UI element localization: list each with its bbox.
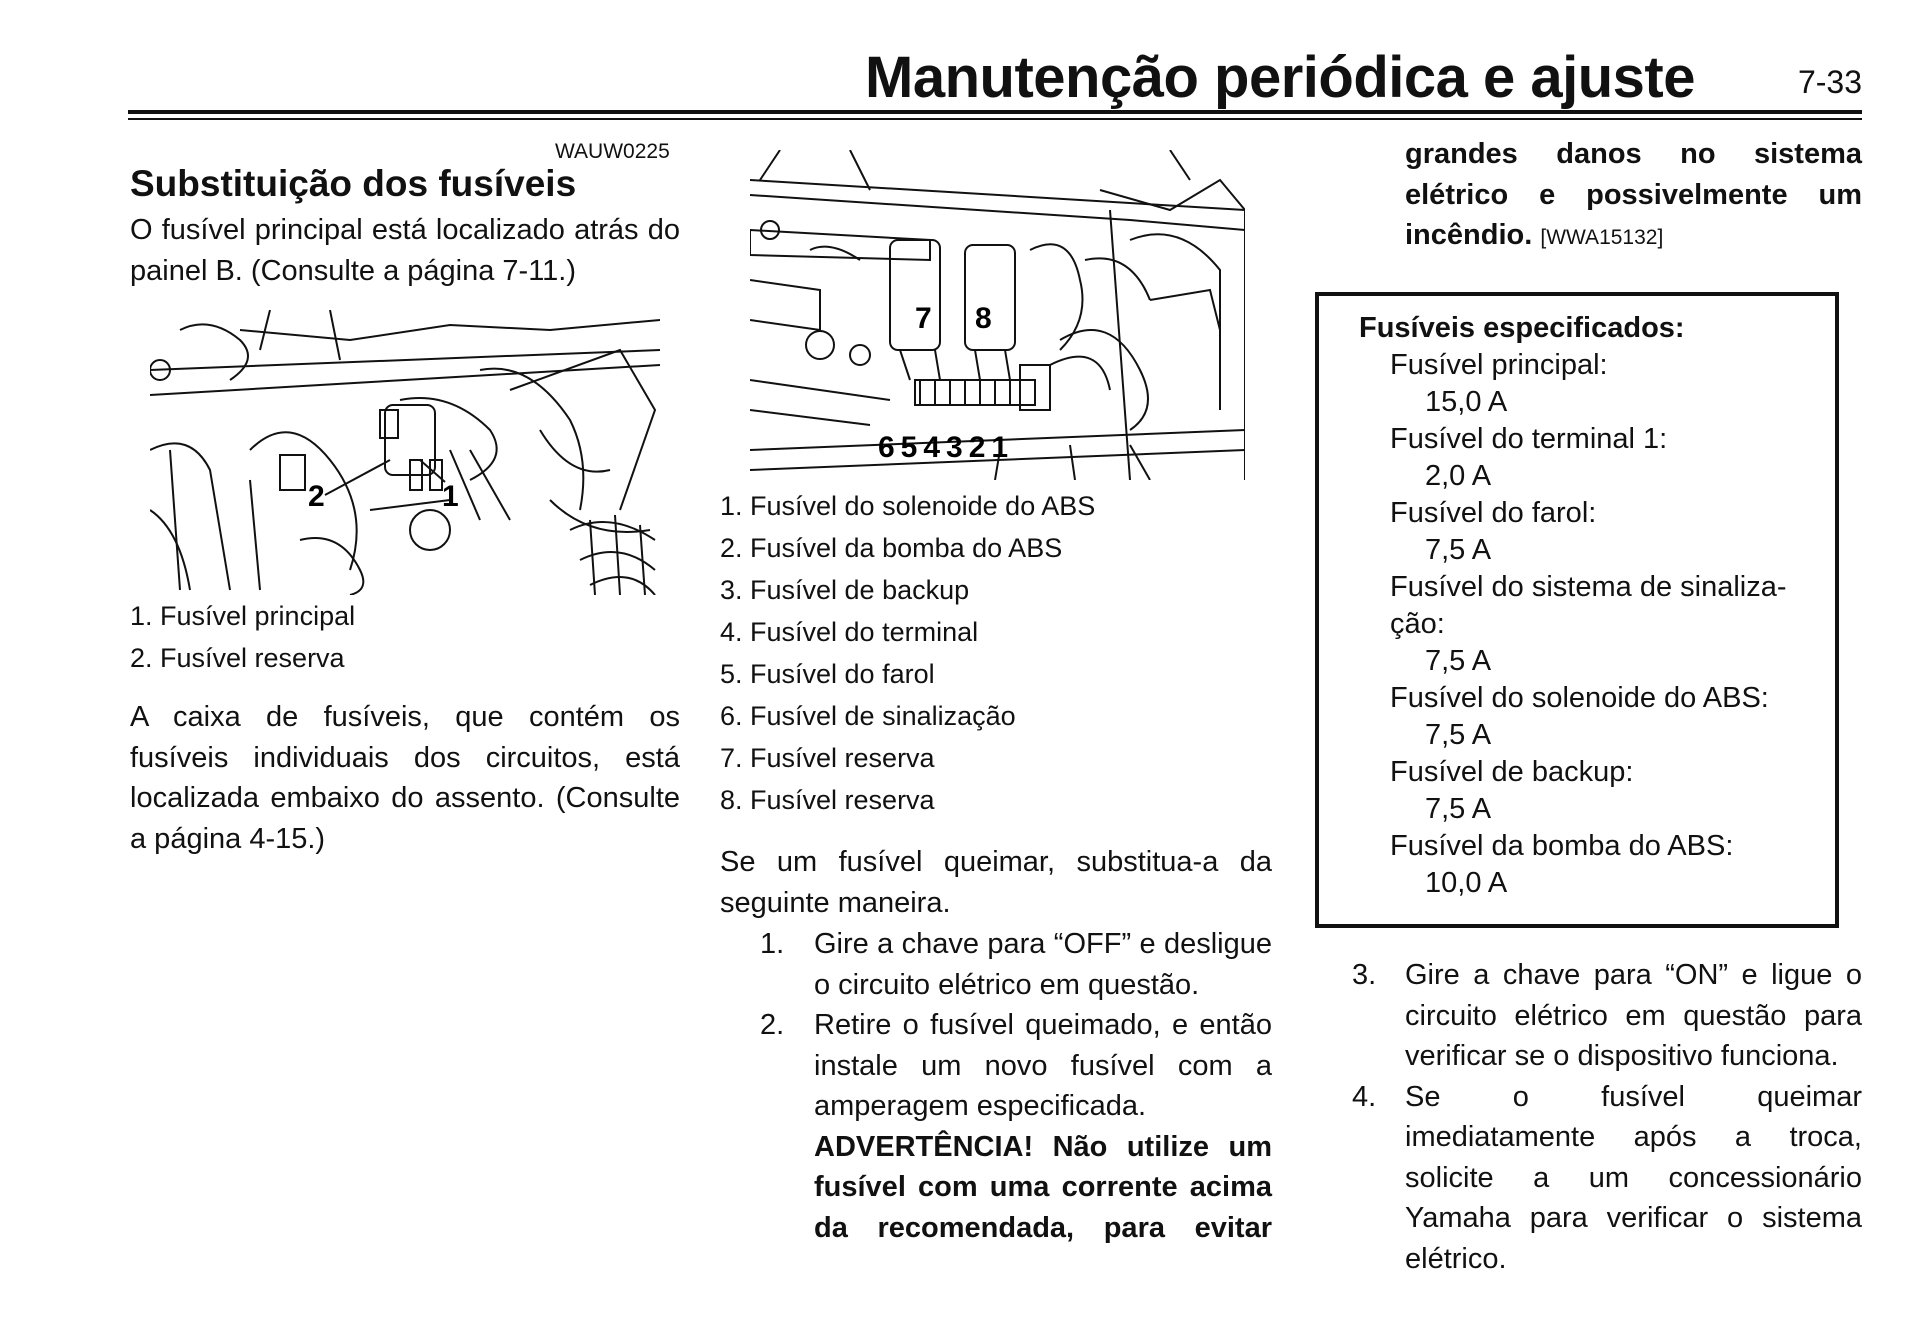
- caption-item: 3. Fusível de backup: [720, 575, 970, 605]
- step-text: Gire a chave para “ON” e ligue o circuit…: [1405, 959, 1862, 1072]
- spec-value: 10,0 A: [1425, 867, 1508, 899]
- spec-line: Fusível principal:: [1390, 349, 1608, 381]
- section-heading: Substituição dos fusíveis: [130, 163, 577, 204]
- right-steps: 3. Gire a chave para “ON” e ligue o circ…: [1352, 955, 1862, 1279]
- intro-paragraph: O fusível principal está localizado atrá…: [130, 214, 680, 287]
- caption-item: 7. Fusível reserva: [720, 743, 935, 773]
- step-item: 2. Retire o fusível queimado, e então in…: [760, 1005, 1272, 1248]
- caption-item: 2. Fusível reserva: [130, 643, 345, 673]
- left-caption-list: 1. Fusível principal 2. Fusível reserva: [130, 595, 355, 679]
- figure-label-7: 7: [915, 302, 932, 335]
- caption-item: 5. Fusível do farol: [720, 659, 935, 689]
- page-number: 7-33: [1797, 64, 1862, 100]
- spec-value: 7,5 A: [1425, 719, 1492, 751]
- figure-label-2: 2: [308, 480, 325, 513]
- step-item: 1. Gire a chave para “OFF” e desligue o …: [760, 924, 1272, 1005]
- caption-item: 6. Fusível de sinalização: [720, 701, 1016, 731]
- spec-line: Fusível do terminal 1:: [1390, 423, 1668, 455]
- step-text: Retire o fusível queimado, e então insta…: [814, 1009, 1272, 1122]
- spec-line: Fusível do farol:: [1390, 497, 1597, 529]
- replace-intro: Se um fusível queimar, substitua-a da se…: [720, 846, 1272, 919]
- middle-caption-list: 1. Fusível do solenoide do ABS 2. Fusíve…: [720, 485, 1095, 821]
- spec-line: Fusível do sistema de sinaliza-: [1390, 571, 1787, 603]
- caption-item: 2. Fusível da bomba do ABS: [720, 533, 1063, 563]
- caption-item: 1. Fusível principal: [130, 601, 356, 631]
- step-number: 1.: [760, 928, 785, 960]
- spec-value: 7,5 A: [1425, 534, 1492, 566]
- header-rule-thick: [128, 110, 1862, 114]
- main-fuse-illustration: 2 1: [150, 310, 660, 595]
- header-rule-thin: [128, 118, 1862, 120]
- step-number: 4.: [1352, 1080, 1377, 1113]
- caption-item: 8. Fusível reserva: [720, 785, 935, 815]
- step-number: 2.: [760, 1009, 785, 1041]
- spec-line: Fusível do solenoide do ABS:: [1390, 682, 1769, 714]
- fusebox-paragraph: A caixa de fusíveis, que contém os fusív…: [130, 701, 680, 855]
- spec-line: ção:: [1390, 608, 1445, 640]
- spec-value: 15,0 A: [1425, 386, 1508, 418]
- figure-label-8: 8: [975, 302, 992, 335]
- warning-continuation-text: grandes danos no sistema elétrico e poss…: [1405, 138, 1862, 251]
- spec-line: Fusível da bomba do ABS:: [1390, 830, 1734, 862]
- step-text: Gire a chave para “OFF” e desligue o cir…: [814, 928, 1272, 1001]
- warning-code: [WWA15132]: [1540, 226, 1664, 249]
- specified-fuses-box: Fusíveis especificados: Fusível principa…: [1315, 292, 1839, 928]
- warning-text: ADVERTÊNCIA! Não utilize um fusível com …: [814, 1130, 1272, 1244]
- step-item: 4. Se o fusível queimar imediatamente ap…: [1352, 1077, 1862, 1280]
- spec-value: 7,5 A: [1425, 793, 1492, 825]
- step-item: 3. Gire a chave para “ON” e ligue o circ…: [1352, 955, 1862, 1077]
- spec-value: 7,5 A: [1425, 645, 1492, 677]
- spec-line: Fusível de backup:: [1390, 756, 1634, 788]
- figure-label-1: 1: [442, 480, 459, 513]
- step-text: Se o fusível queimar imediatamente após …: [1405, 1080, 1862, 1275]
- page-title: Manutenção periódica e ajuste: [865, 45, 1695, 110]
- step-number: 3.: [1352, 959, 1377, 991]
- spec-value: 2,0 A: [1425, 460, 1492, 492]
- spec-heading: Fusíveis especificados:: [1359, 312, 1685, 344]
- figure-labels-1-6: 654321: [878, 431, 1014, 464]
- fuse-box-illustration: 7 8 654321: [750, 150, 1245, 480]
- caption-item: 1. Fusível do solenoide do ABS: [720, 491, 1096, 521]
- section-code: WAUW0225: [555, 140, 670, 163]
- middle-steps: 1. Gire a chave para “OFF” e desligue o …: [760, 924, 1272, 1248]
- warning-continuation: grandes danos no sistema elétrico e poss…: [1405, 134, 1862, 259]
- caption-item: 4. Fusível do terminal: [720, 617, 979, 647]
